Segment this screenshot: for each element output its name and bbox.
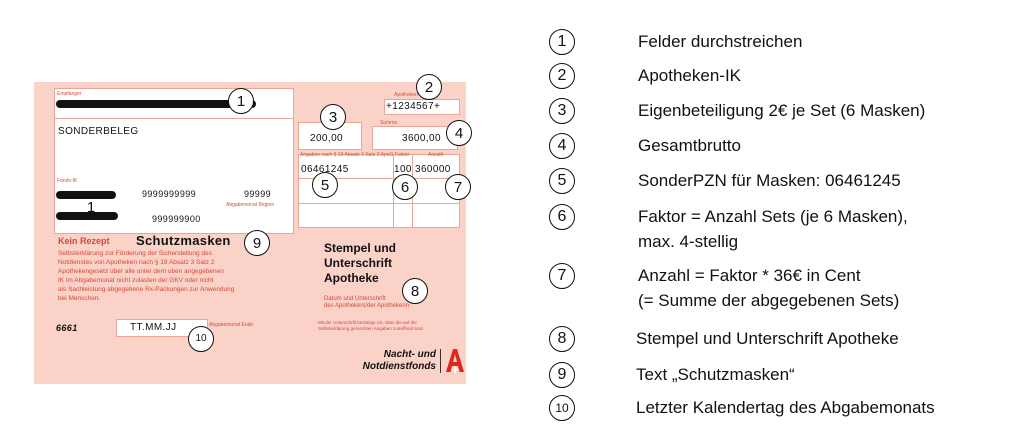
prescription-form: Empfänger SONDERBELEG Fonds-IK 999999999… xyxy=(34,82,466,384)
anzahl-value: 360000 xyxy=(415,164,451,175)
fonds-ik-label: Fonds-IK xyxy=(57,178,78,184)
kein-rezept-label: Kein Rezept xyxy=(58,236,110,246)
selbsterklaerung-text: Selbsterklärung zur Förderung der Sicher… xyxy=(58,250,235,302)
recipient-box xyxy=(54,88,294,234)
stempel-text: Stempel und Unterschrift Apotheke xyxy=(324,241,397,285)
col-header-angaben: Angaben nach § 19 Absatz 3 Satz 2 ApoG xyxy=(300,152,394,158)
gesamtbrutto-value: 3600,00 xyxy=(402,133,441,144)
divider xyxy=(54,118,294,119)
marker-3-eigenbeteiligung: 3 xyxy=(320,104,346,130)
legend-text-6b: max. 4-stellig xyxy=(638,232,739,251)
redacted-fonds-ik xyxy=(56,191,116,199)
legend-num-1: 1 xyxy=(549,29,575,55)
legend-text-6a: Faktor = Anzahl Sets (je 6 Masken), xyxy=(638,207,908,226)
nnf-logo-text: Nacht- und Notdienstfonds xyxy=(362,349,436,372)
bestaetigung-text: Mit der Unterschrift bestätige ich, dass… xyxy=(318,320,424,331)
legend-text-9: Text „Schutzmasken“ xyxy=(636,365,795,384)
marker-9-schutzmasken: 9 xyxy=(244,230,270,256)
summe-label: Summe xyxy=(380,120,398,126)
ttmmjj-value: TT.MM.JJ xyxy=(130,322,177,333)
col-header-faktor: Faktor xyxy=(395,152,410,158)
apotheken-ik-value: +1234567+ xyxy=(386,101,441,112)
legend-num-6: 6 xyxy=(549,204,575,230)
redacted-recipient xyxy=(56,100,256,108)
bottom-code: 6661 xyxy=(56,323,78,333)
nnf-divider xyxy=(440,349,441,373)
abgabemonat-label: Abgabemonat Beginn xyxy=(226,202,275,208)
pzn-value: 06461245 xyxy=(301,164,349,175)
row-divider xyxy=(298,178,460,179)
marker-6-faktor: 6 xyxy=(392,174,418,200)
field-999999900: 999999900 xyxy=(152,214,201,224)
legend-text-3: Eigenbeteiligung 2€ je Set (6 Masken) xyxy=(638,101,926,120)
legend-num-4: 4 xyxy=(549,133,575,159)
datum-unterschrift-text: Datum und Unterschrift des Apothekers/de… xyxy=(324,296,410,309)
legend-num-2: 2 xyxy=(549,63,575,89)
legend-num-7: 7 xyxy=(549,263,575,289)
marker-4-gesamtbrutto: 4 xyxy=(446,120,472,146)
legend-text-2: Apotheken-IK xyxy=(638,66,742,85)
redacted-row xyxy=(56,212,118,220)
legend-num-9: 9 xyxy=(549,362,575,388)
field-99999: 99999 xyxy=(244,189,272,199)
empfaenger-label: Empfänger xyxy=(57,91,82,97)
legend-text-10: Letzter Kalendertag des Abgabemonats xyxy=(636,398,935,417)
pharmacy-a-icon xyxy=(444,346,466,374)
col-header-anzahl: Anzahl xyxy=(428,152,444,158)
legend-text-4: Gesamtbrutto xyxy=(638,136,741,155)
eigenbeteiligung-value: 200,00 xyxy=(310,133,343,144)
legend-num-5: 5 xyxy=(549,168,575,194)
sonderbeleg-text: SONDERBELEG xyxy=(58,126,139,137)
abgabemonat-ende-label: Abgabemonat Ende xyxy=(209,322,254,328)
marker-1-fonds: 1 xyxy=(86,198,96,216)
apotheken-ik-box xyxy=(384,99,460,115)
marker-7-anzahl: 7 xyxy=(445,174,471,200)
marker-5-pzn: 5 xyxy=(312,172,338,198)
apotheken-ik-label: Apotheken-IK xyxy=(394,92,425,98)
legend-num-10: 10 xyxy=(549,395,575,421)
legend-num-8: 8 xyxy=(549,326,575,352)
row-divider xyxy=(298,203,460,204)
marker-10-date: 10 xyxy=(188,326,214,352)
marker-1-recipient: 1 xyxy=(228,88,254,114)
legend-text-8: Stempel und Unterschrift Apotheke xyxy=(636,329,899,348)
legend-text-1: Felder durchstreichen xyxy=(638,32,803,51)
fonds-ik-value: 9999999999 xyxy=(142,189,197,199)
legend-text-7b: (= Summe der abgegebenen Sets) xyxy=(638,291,900,310)
faktor-value: 100 xyxy=(394,164,412,175)
legend-text-7a: Anzahl = Faktor * 36€ in Cent xyxy=(638,266,861,285)
marker-8-stempel: 8 xyxy=(402,278,428,304)
schutzmasken-text: Schutzmasken xyxy=(136,233,231,248)
legend-num-3: 3 xyxy=(549,98,575,124)
legend-text-5: SonderPZN für Masken: 06461245 xyxy=(638,171,901,190)
marker-2-apotheken-ik: 2 xyxy=(416,74,442,100)
